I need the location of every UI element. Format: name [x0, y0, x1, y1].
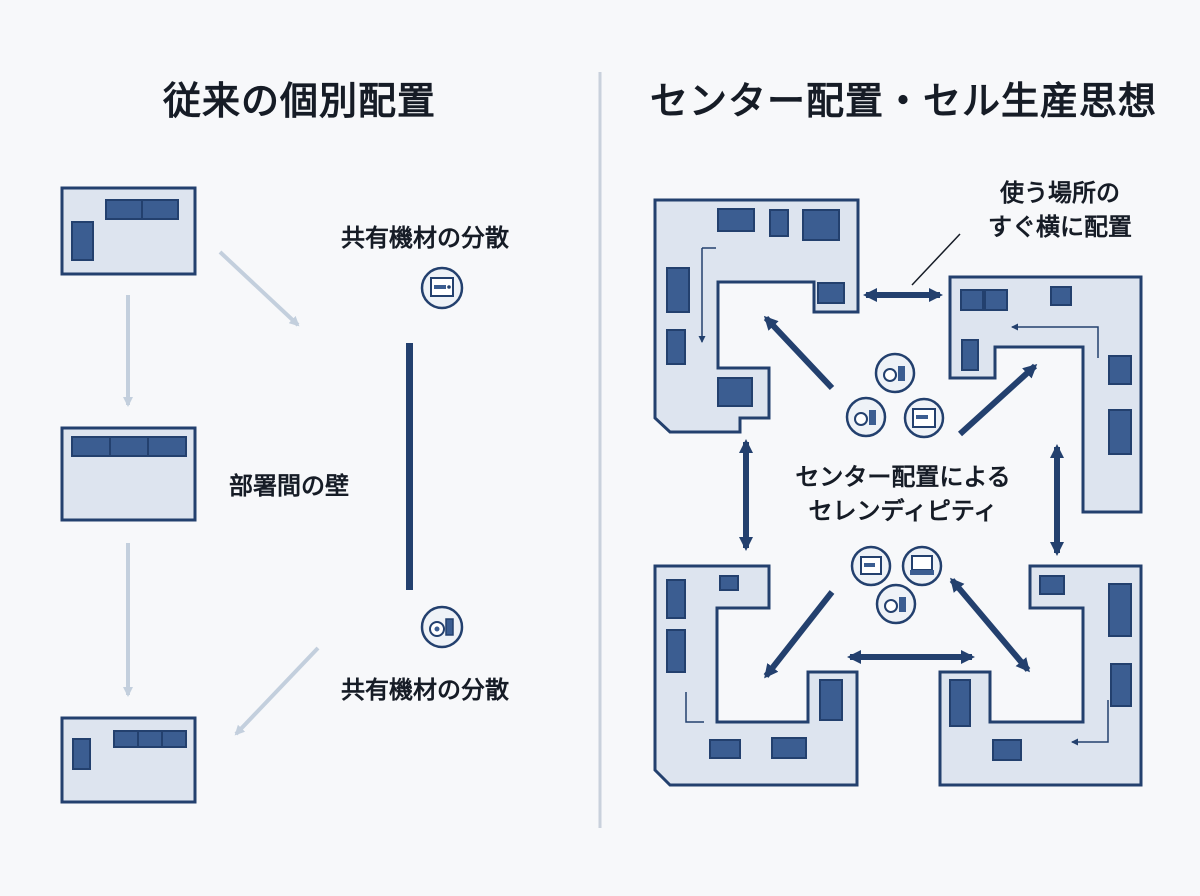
work-cell-bottom-left: [653, 564, 859, 787]
department-box-bottom: [60, 716, 197, 804]
right-panel-title: センター配置・セル生産思想: [650, 79, 1158, 123]
department-wall: [406, 343, 413, 590]
center-caption-line-1: センター配置による: [795, 463, 1011, 491]
work-cell-bottom-right: [938, 564, 1143, 787]
work-cell-top-right: [948, 275, 1143, 514]
shared-equipment-icon-top: [420, 266, 464, 310]
center-caption: センター配置による セレンディピティ: [770, 460, 1036, 528]
wall-label: 部署間の壁: [229, 472, 349, 500]
central-equipment-cluster-top: [845, 352, 945, 439]
link-arrow-diag-bottom-right: [949, 577, 1031, 673]
department-box-top: [60, 186, 197, 276]
proximity-callout: 使う場所の すぐ横に配置: [960, 176, 1160, 244]
callout-line-1: 使う場所の: [1000, 179, 1120, 207]
callout-line-2: すぐ横に配置: [988, 213, 1132, 241]
flow-arrow-diag-1: [218, 250, 300, 327]
shared-equipment-label-top: 共有機材の分散: [341, 224, 509, 252]
radiate-arrow-top-right: [957, 363, 1038, 437]
radiate-arrow-top-left: [763, 315, 835, 391]
department-box-middle: [60, 426, 197, 522]
shared-equipment-icon-bottom: [420, 605, 464, 649]
work-cell-top-left: [653, 198, 860, 434]
left-panel-title: 従来の個別配置: [163, 79, 437, 123]
center-caption-line-2: セレンディピティ: [808, 497, 998, 525]
flow-arrow-diag-2: [234, 646, 320, 736]
central-equipment-cluster-bottom: [850, 545, 943, 625]
callout-pointer: [911, 233, 961, 286]
radiate-arrow-bottom-left: [763, 590, 835, 679]
shared-equipment-label-bottom: 共有機材の分散: [341, 676, 509, 704]
